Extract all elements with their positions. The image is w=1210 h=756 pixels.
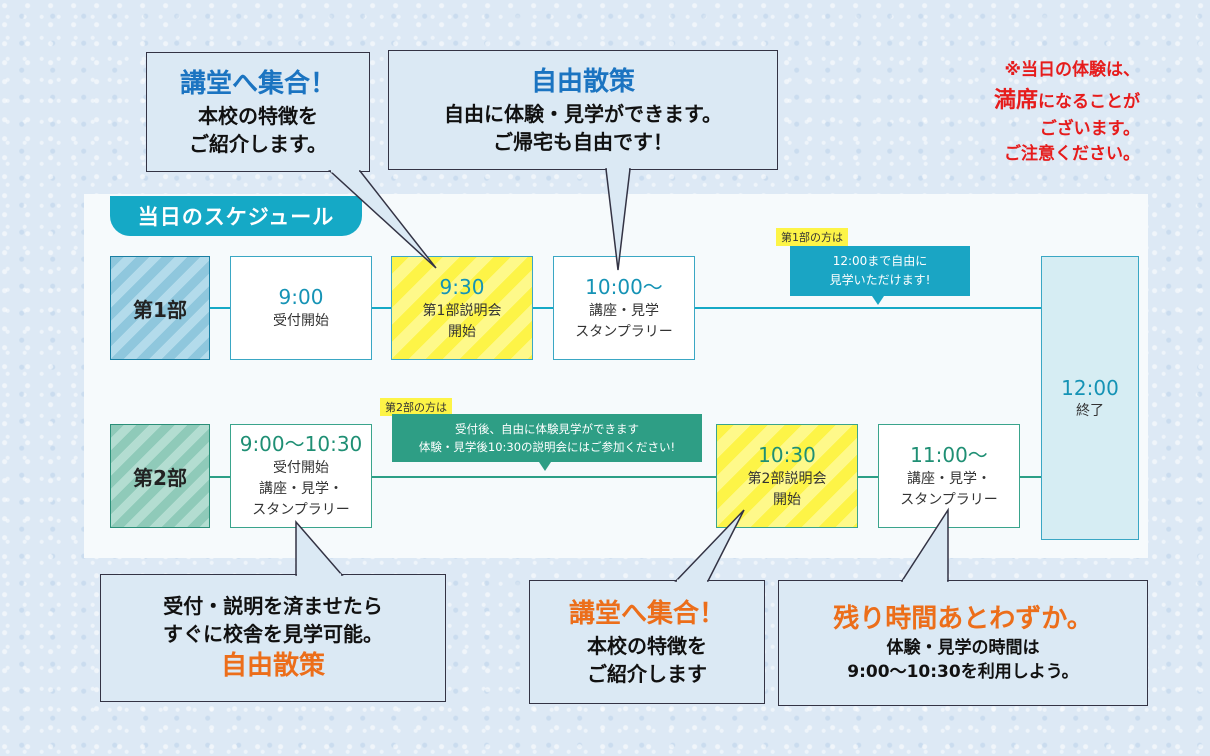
schedule-title: 当日のスケジュール <box>110 196 362 236</box>
part2-lecture-desc1: 講座・見学・ <box>907 470 991 487</box>
callout4-tail <box>674 509 745 582</box>
notice-line2-rest: になることが <box>1038 91 1140 112</box>
callout5-line2: 9:00～10:30を利用しよう。 <box>847 662 1079 683</box>
part2-briefing-desc1: 第2部説明会 <box>747 470 827 487</box>
part1-lecture-box: 10:00～ 講座・見学 スタンプラリー <box>553 256 695 360</box>
callout1-tail <box>328 170 437 269</box>
end-box: 12:00 終了 <box>1041 256 1139 540</box>
callout3-line1: 受付・説明を済ませたら <box>163 593 383 618</box>
part2-briefing-time: 10:30 <box>758 442 816 467</box>
part1-note: 12:00まで自由に 見学いただけます! <box>790 246 970 296</box>
notice-line2: 満席になることが <box>920 84 1140 117</box>
part1-briefing-time: 9:30 <box>439 274 485 299</box>
callout4-line2: ご紹介します <box>587 662 707 687</box>
callout1-line2: ご紹介します。 <box>189 132 327 157</box>
part1-lecture-time: 10:00～ <box>585 274 663 299</box>
callout5-tail <box>900 507 949 582</box>
callout4-heading: 講堂へ集合！ <box>568 598 725 629</box>
callout2-line2: ご帰宅も自由です！ <box>493 130 673 155</box>
part1-lecture-desc2: スタンプラリー <box>575 323 673 340</box>
part1-briefing-desc2: 開始 <box>448 323 476 340</box>
callout3-tail <box>295 519 344 576</box>
capacity-notice: ※当日の体験は、 満席になることが ございます。 ご注意ください。 <box>920 58 1140 168</box>
part2-note: 受付後、自由に体験見学ができます 体験・見学後10:30の説明会にはご参加くださ… <box>392 414 702 462</box>
callout2-line1: 自由に体験・見学ができます。 <box>444 102 722 127</box>
notice-line1: ※当日の体験は、 <box>1004 60 1140 80</box>
part1-note-line2: 見学いただけます! <box>829 273 931 287</box>
callout3-line2: すぐに校舎を見学可能。 <box>163 621 383 646</box>
part2-note-line2: 体験・見学後10:30の説明会にはご参加ください! <box>418 440 676 454</box>
part2-reception-desc2: 講座・見学・ <box>259 481 343 497</box>
part2-note-line1: 受付後、自由に体験見学ができます <box>455 421 639 436</box>
part1-note-tag: 第1部の方は <box>776 228 848 246</box>
part2-lecture-box: 11:00～ 講座・見学・ スタンプラリー <box>878 424 1020 528</box>
callout3-heading: 自由散策 <box>220 650 325 681</box>
part1-reception-time: 9:00 <box>278 285 324 309</box>
notice-full-seats: 満席 <box>993 87 1038 113</box>
part2-reception-box: 9:00～10:30 受付開始 講座・見学・ スタンプラリー <box>230 424 372 528</box>
callout4-line1: 本校の特徴を <box>587 634 707 659</box>
part1-note-line1: 12:00まで自由に <box>832 254 928 269</box>
callout-free-walk-part1: 自由散策 自由に体験・見学ができます。 ご帰宅も自由です！ <box>388 50 778 170</box>
part2-reception-time: 9:00～10:30 <box>239 432 363 456</box>
part2-briefing-box: 10:30 第2部説明会 開始 <box>716 424 858 528</box>
part2-note-tail <box>539 462 551 471</box>
callout-time-remaining: 残り時間あとわずか。 体験・見学の時間は 9:00～10:30を利用しよう。 <box>778 580 1148 706</box>
callout-auditorium-part2: 講堂へ集合！ 本校の特徴を ご紹介します <box>529 580 765 704</box>
notice-line4: ご注意ください。 <box>1004 144 1140 164</box>
notice-line3: ございます。 <box>1039 118 1140 139</box>
callout5-heading: 残り時間あとわずか。 <box>833 604 1093 634</box>
callout2-tail <box>605 168 631 271</box>
part2-lecture-time: 11:00～ <box>910 442 988 467</box>
end-time: 12:00 <box>1061 376 1119 400</box>
part1-note-tail <box>872 296 884 305</box>
callout-free-walk-part2: 受付・説明を済ませたら すぐに校舎を見学可能。 自由散策 <box>100 574 446 702</box>
part1-reception-box: 9:00 受付開始 <box>230 256 372 360</box>
callout1-line1: 本校の特徴を <box>198 104 318 129</box>
end-desc: 終了 <box>1076 403 1104 419</box>
part1-label: 第1部 <box>110 256 210 360</box>
part1-lecture-desc1: 講座・見学 <box>589 302 659 319</box>
part1-briefing-box: 9:30 第1部説明会 開始 <box>391 256 533 360</box>
part1-briefing-desc1: 第1部説明会 <box>422 302 502 319</box>
part2-label: 第2部 <box>110 424 210 528</box>
part2-note-tag: 第2部の方は <box>380 398 452 416</box>
part2-lecture-desc2: スタンプラリー <box>900 491 998 508</box>
callout1-heading: 講堂へ集合！ <box>179 68 336 99</box>
callout5-line1: 体験・見学の時間は <box>886 638 1040 659</box>
part2-briefing-desc2: 開始 <box>773 491 801 508</box>
part2-reception-desc3: スタンプラリー <box>252 502 350 518</box>
callout2-heading: 自由散策 <box>530 66 635 97</box>
callout-auditorium-part1: 講堂へ集合！ 本校の特徴を ご紹介します。 <box>146 52 370 172</box>
part2-timeline <box>210 476 1041 478</box>
part1-reception-desc: 受付開始 <box>273 313 329 329</box>
part2-reception-desc1: 受付開始 <box>273 460 329 476</box>
